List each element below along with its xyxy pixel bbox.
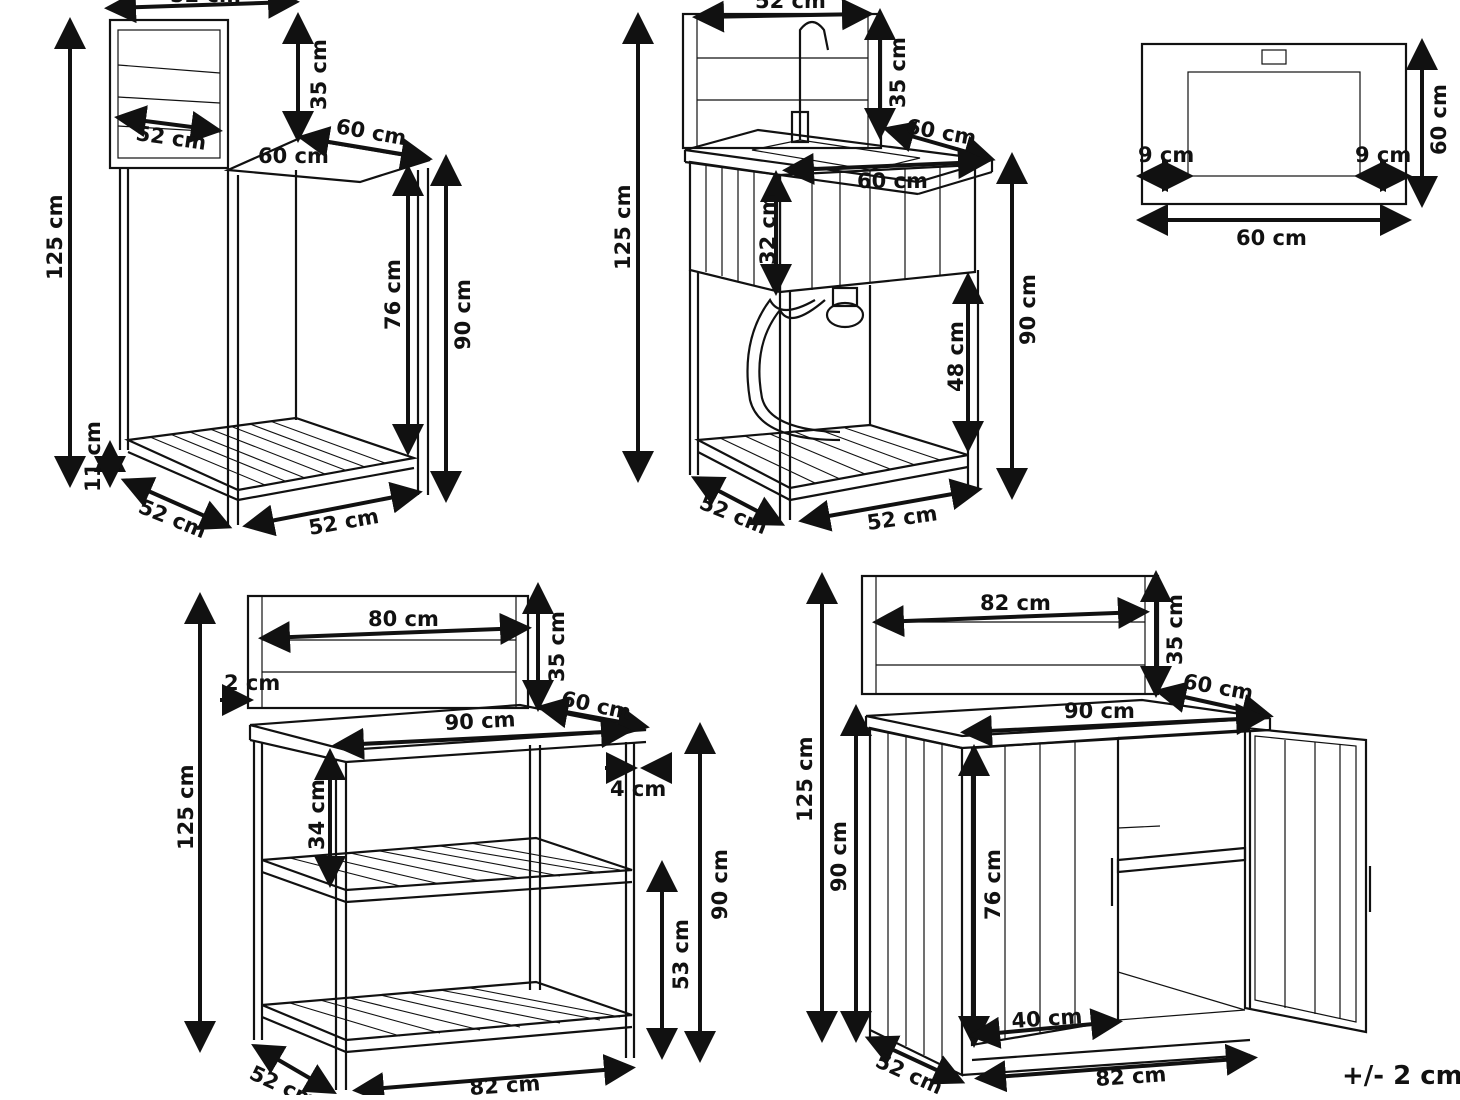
label-cabinet-90h: 90 cm bbox=[827, 821, 851, 892]
label-cabinet-82: 82 cm bbox=[1095, 1062, 1167, 1091]
label-single-52-width: 52 cm bbox=[307, 504, 381, 540]
label-topview-60h: 60 cm bbox=[1427, 84, 1451, 155]
label-cabinet-90: 90 cm bbox=[1064, 699, 1135, 723]
label-wide-35: 35 cm bbox=[545, 611, 569, 682]
label-sink-32: 32 cm bbox=[756, 194, 780, 265]
label-single-35: 35 cm bbox=[307, 39, 331, 110]
label-topview-60w: 60 cm bbox=[1236, 226, 1307, 250]
label-single-90: 90 cm bbox=[451, 279, 475, 350]
label-cabinet-82-top: 82 cm bbox=[980, 591, 1051, 615]
label-sink-35: 35 cm bbox=[886, 37, 910, 108]
sink-top-view: 60 cm 9 cm 9 cm 60 cm bbox=[1136, 38, 1451, 250]
single-shelf-unit: 52 cm 35 cm 52 cm 60 cm 60 cm 125 cm 76 … bbox=[43, 0, 475, 543]
label-wide-90h: 90 cm bbox=[708, 849, 732, 920]
label-single-60-front: 60 cm bbox=[258, 144, 329, 168]
label-cabinet-40: 40 cm bbox=[1011, 1004, 1083, 1033]
tolerance-note: +/- 2 cm bbox=[1342, 1061, 1460, 1091]
label-single-125: 125 cm bbox=[43, 195, 67, 280]
label-cabinet-76: 76 cm bbox=[981, 849, 1005, 920]
label-topview-9-left: 9 cm bbox=[1138, 143, 1194, 167]
label-wide-53: 53 cm bbox=[669, 919, 693, 990]
sink-unit: 52 cm 35 cm 60 cm 60 cm 125 cm 32 cm 90 … bbox=[611, 0, 1040, 539]
cabinet-unit: 82 cm 35 cm 60 cm 90 cm 125 cm 90 cm 76 … bbox=[793, 570, 1372, 1099]
label-wide-34: 34 cm bbox=[305, 779, 329, 850]
label-sink-52-top: 52 cm bbox=[755, 0, 826, 13]
label-wide-90: 90 cm bbox=[444, 707, 516, 735]
label-wide-125: 125 cm bbox=[174, 765, 198, 850]
label-wide-82: 82 cm bbox=[469, 1071, 541, 1095]
label-topview-9-right: 9 cm bbox=[1355, 143, 1411, 167]
label-sink-125: 125 cm bbox=[611, 185, 635, 270]
label-wide-80: 80 cm bbox=[368, 607, 439, 631]
wide-shelf-unit: 80 cm 35 cm 2 cm 60 cm 90 cm 4 cm 125 cm… bbox=[174, 582, 732, 1100]
label-wide-4: 4 cm bbox=[610, 777, 666, 801]
label-single-11: 11 cm bbox=[81, 421, 105, 492]
label-single-76: 76 cm bbox=[381, 259, 405, 330]
label-cabinet-35: 35 cm bbox=[1163, 594, 1187, 665]
label-sink-90: 90 cm bbox=[1016, 274, 1040, 345]
label-cabinet-125: 125 cm bbox=[793, 737, 817, 822]
label-sink-48: 48 cm bbox=[944, 321, 968, 392]
label-sink-60-front: 60 cm bbox=[857, 169, 928, 193]
label-single-52-top: 52 cm bbox=[170, 0, 241, 7]
label-wide-2: 2 cm bbox=[224, 671, 280, 695]
